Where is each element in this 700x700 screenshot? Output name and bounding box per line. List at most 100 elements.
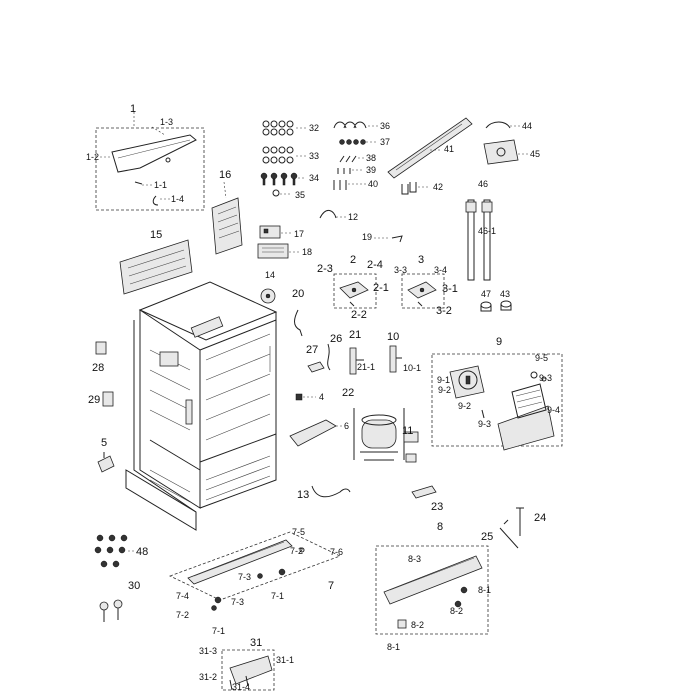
label-4: 4 [319,392,324,402]
label-17: 17 [294,229,304,239]
part-22-compressor [353,408,405,461]
label-23: 23 [431,501,443,513]
label-8-1b: 8-1 [387,642,400,652]
label-39: 39 [366,165,376,175]
part-11 [403,431,419,463]
label-2-3: 2-3 [317,263,333,275]
part-27 [307,361,325,373]
label-31: 31 [250,637,262,649]
label-31-4: 31-4 [232,682,250,692]
label-19: 19 [362,232,372,242]
label-32: 32 [309,123,319,133]
part-41-rail [387,117,473,179]
label-35: 35 [295,190,305,200]
label-3-3: 3-3 [394,265,407,275]
label-45: 45 [530,149,540,159]
fasteners-36-40 [333,121,378,190]
label-21-1: 21-1 [357,362,375,372]
label-2-1: 2-1 [373,282,389,294]
part-16-cover [211,197,243,255]
label-1-4: 1-4 [171,194,184,204]
label-48: 48 [136,546,148,558]
label-1-1: 1-1 [154,180,167,190]
part-23 [411,485,437,499]
label-9-3: 9-3 [539,373,552,383]
part-6-bracket [289,419,337,447]
label-25: 25 [481,531,493,543]
label-2: 2 [350,254,356,266]
part-5 [97,452,115,473]
label-3-1: 3-1 [442,283,458,295]
part-18-board [257,243,289,259]
part-25-tool [499,519,519,549]
label-46: 46 [478,179,488,189]
label-1-2: 1-2 [86,152,99,162]
part-45-bracket [483,139,519,165]
label-8-1a: 8-1 [478,585,491,595]
label-36: 36 [380,121,390,131]
label-1-3: 1-3 [160,117,173,127]
label-9-5: 9-5 [535,353,548,363]
part-47-cap [480,301,492,312]
label-7-1a: 7-1 [271,591,284,601]
part-group-31 [221,649,275,691]
label-7: 7 [328,580,334,592]
label-8-3: 8-3 [408,554,421,564]
label-41: 41 [444,144,454,154]
label-7-1b: 7-1 [212,626,225,636]
part-12-wire [319,210,337,219]
label-18: 18 [302,247,312,257]
label-24: 24 [534,512,546,524]
label-12: 12 [348,212,358,222]
label-22: 22 [342,387,354,399]
label-9-1: 9-1 [437,375,450,385]
part-46-tubes [465,199,493,281]
label-3-2: 3-2 [436,305,452,317]
label-13: 13 [297,489,309,501]
label-31-3: 31-3 [199,646,217,656]
part-14-roller [260,288,276,304]
label-7-5: 7-5 [292,527,305,537]
part-30-screws [99,599,123,622]
label-2-2: 2-2 [351,309,367,321]
label-43: 43 [500,289,510,299]
label-2-4: 2-4 [367,259,383,271]
label-16: 16 [219,169,231,181]
label-7-3a: 7-3 [238,572,251,582]
label-5: 5 [101,437,107,449]
label-1: 1 [130,103,136,115]
label-34: 34 [309,173,319,183]
label-9-2b: 9-2 [458,401,471,411]
label-7-3b: 7-3 [231,597,244,607]
label-7-2b: 7-2 [176,610,189,620]
label-7-4: 7-4 [176,591,189,601]
label-37: 37 [380,137,390,147]
label-15: 15 [150,229,162,241]
part-15-panel [119,239,193,295]
label-8-2b: 8-2 [411,620,424,630]
label-14: 14 [265,270,275,280]
label-26: 26 [330,333,342,345]
label-3: 3 [418,254,424,266]
part-group-3 [401,273,445,309]
label-9-2: 9-2 [438,385,451,395]
label-44: 44 [522,121,532,131]
part-13-tube [311,485,351,498]
label-38: 38 [366,153,376,163]
label-6: 6 [344,421,349,431]
label-27: 27 [306,344,318,356]
label-31-2: 31-2 [199,672,217,682]
part-19-clip [391,235,403,243]
label-10-1: 10-1 [403,363,421,373]
fasteners-32-35 [260,120,306,197]
part-group-2 [333,273,377,309]
label-7-6: 7-6 [330,547,343,557]
label-9-4: 9-4 [547,405,560,415]
label-10: 10 [387,331,399,343]
part-group-9 [431,353,563,451]
label-21: 21 [349,329,361,341]
label-29: 29 [88,394,100,406]
part-28 [95,341,107,355]
part-20-wire [294,309,303,337]
